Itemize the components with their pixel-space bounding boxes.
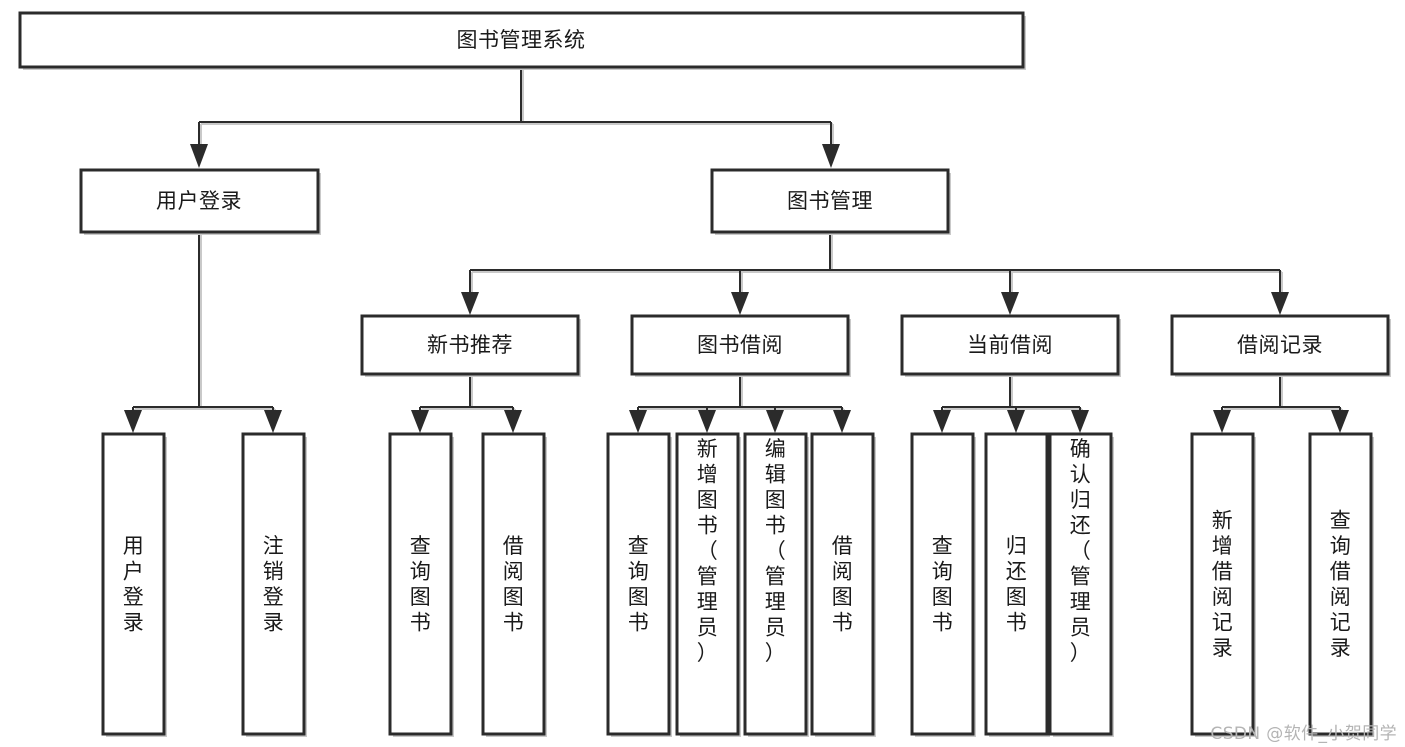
connector-root-to-level2	[190, 67, 840, 168]
node-leaf-query-book-1[interactable]: 查询图书	[388, 432, 454, 737]
connector-borrow-record-to-leaves	[1213, 374, 1349, 433]
connector-book-manage-to-level3	[461, 232, 1289, 315]
node-leaf-query-book-1-label: 查询图书	[410, 534, 432, 635]
arrow-head-book-borrow	[731, 292, 749, 315]
node-current-borrow[interactable]: 当前借阅	[900, 314, 1121, 377]
arrow-head-leaf-edit-book	[766, 410, 784, 433]
node-leaf-query-book-3-label: 查询图书	[932, 534, 954, 635]
node-leaf-borrow-book-2[interactable]: 借阅图书	[810, 432, 876, 737]
node-leaf-user-login[interactable]: 用户登录	[101, 432, 167, 737]
node-leaf-add-record[interactable]: 新增借阅记录	[1190, 432, 1256, 737]
connector-current-borrow-to-leaves	[933, 374, 1089, 433]
arrow-head-leaf-query-book-1	[411, 410, 429, 433]
node-user-login-label: 用户登录	[156, 189, 242, 213]
node-book-borrow[interactable]: 图书借阅	[630, 314, 851, 377]
node-leaf-return-book[interactable]: 归还图书	[984, 432, 1050, 737]
connector-layer	[124, 67, 1349, 433]
node-leaf-add-book-label: 新增图书（管理员）	[697, 437, 719, 665]
node-leaf-query-record[interactable]: 查询借阅记录	[1308, 432, 1374, 737]
arrow-head-leaf-confirm-return	[1071, 410, 1089, 433]
node-leaf-logout-label: 注销登录	[263, 534, 285, 635]
node-leaf-return-book-label: 归还图书	[1006, 534, 1028, 635]
arrow-head-borrow-record	[1271, 292, 1289, 315]
node-root[interactable]: 图书管理系统	[18, 11, 1026, 70]
node-leaf-query-book-2[interactable]: 查询图书	[606, 432, 672, 737]
node-leaf-borrow-book-1-label: 借阅图书	[503, 534, 525, 635]
arrow-head-new-book-recommend	[461, 292, 479, 315]
node-leaf-query-book-2-label: 查询图书	[628, 534, 650, 635]
leaf-node-layer: 用户登录 注销登录 查询图书 借阅图书 查询图书 新增图书（管理员） 编辑图书（管理员） 借阅…	[101, 432, 1374, 737]
arrow-head-book-manage	[822, 144, 840, 168]
connector-book-borrow-to-leaves	[629, 374, 851, 433]
node-leaf-query-book-3[interactable]: 查询图书	[910, 432, 976, 737]
node-leaf-borrow-book-1[interactable]: 借阅图书	[481, 432, 547, 737]
node-borrow-record-label: 借阅记录	[1237, 333, 1323, 357]
arrow-head-leaf-query-book-2	[629, 410, 647, 433]
node-leaf-add-book[interactable]: 新增图书（管理员）	[675, 432, 741, 737]
node-leaf-query-record-label: 查询借阅记录	[1330, 509, 1352, 661]
node-borrow-record[interactable]: 借阅记录	[1170, 314, 1391, 377]
connector-user-login-to-leaves	[124, 232, 282, 433]
node-leaf-user-login-label: 用户登录	[123, 534, 145, 635]
arrow-head-current-borrow	[1001, 292, 1019, 315]
arrow-head-leaf-logout	[264, 410, 282, 433]
node-book-manage-label: 图书管理	[787, 189, 873, 213]
arrow-head-leaf-borrow-book-2	[833, 410, 851, 433]
node-leaf-logout[interactable]: 注销登录	[241, 432, 307, 737]
node-leaf-confirm-return-label: 确认归还（管理员）	[1070, 437, 1092, 665]
node-new-book-recommend[interactable]: 新书推荐	[360, 314, 581, 377]
node-root-label: 图书管理系统	[457, 28, 586, 52]
node-book-manage[interactable]: 图书管理	[710, 168, 951, 235]
arrow-head-leaf-user-login	[124, 410, 142, 433]
watermark-text: CSDN @软件_小贺同学	[1210, 724, 1397, 744]
node-leaf-edit-book-label: 编辑图书（管理员）	[765, 437, 787, 665]
node-current-borrow-label: 当前借阅	[967, 333, 1053, 357]
arrow-head-leaf-add-record	[1213, 410, 1231, 433]
arrow-head-leaf-query-book-3	[933, 410, 951, 433]
arrow-head-user-login	[190, 144, 208, 168]
node-leaf-edit-book[interactable]: 编辑图书（管理员）	[743, 432, 809, 737]
arrow-head-leaf-add-book	[698, 410, 716, 433]
node-leaf-borrow-book-2-label: 借阅图书	[832, 534, 854, 635]
node-book-borrow-label: 图书借阅	[697, 333, 783, 357]
arrow-head-leaf-return-book	[1007, 410, 1025, 433]
arrow-head-leaf-borrow-book-1	[504, 410, 522, 433]
arrow-head-leaf-query-record	[1331, 410, 1349, 433]
node-new-book-recommend-label: 新书推荐	[427, 333, 513, 357]
connector-new-book-to-leaves	[411, 374, 522, 433]
node-leaf-confirm-return[interactable]: 确认归还（管理员）	[1048, 432, 1114, 737]
node-user-login[interactable]: 用户登录	[79, 168, 321, 235]
node-leaf-add-record-label: 新增借阅记录	[1212, 509, 1234, 661]
